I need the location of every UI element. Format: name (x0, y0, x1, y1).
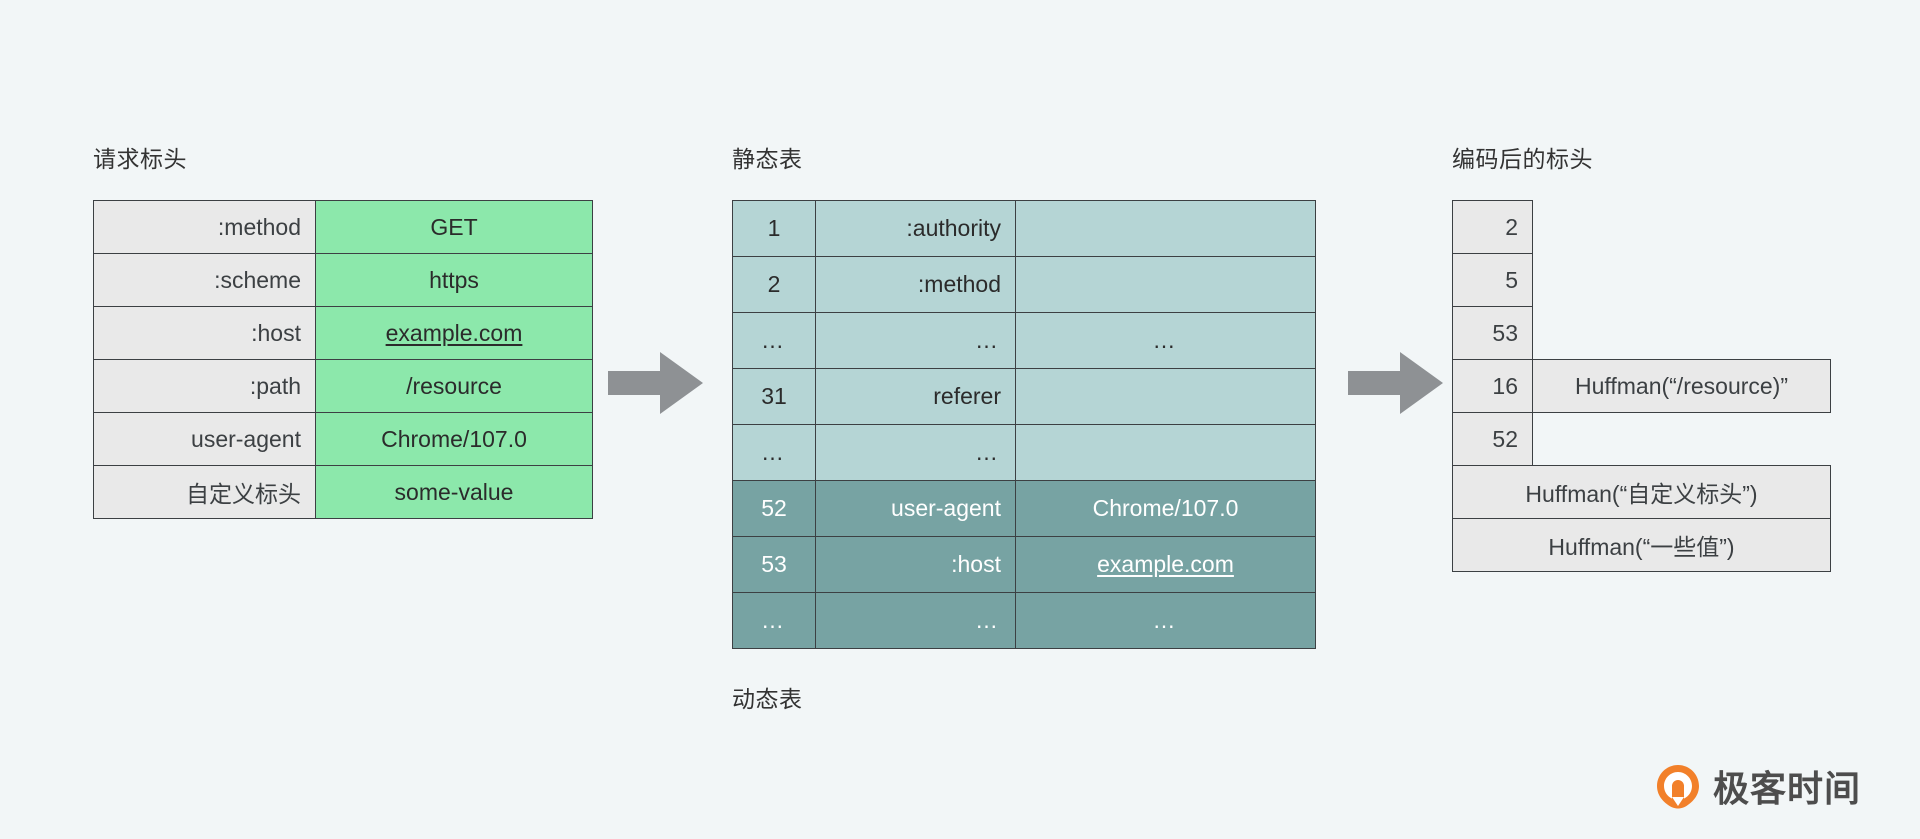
request-header-value: Chrome/107.0 (315, 412, 593, 466)
table-row: :host example.com (93, 306, 593, 360)
geektime-drop-icon (1655, 763, 1701, 809)
request-header-key: :host (93, 306, 316, 360)
encoded-headers-caption: 编码后的标头 (1452, 146, 1593, 172)
table-index: … (732, 424, 816, 481)
table-value: example.com (1015, 536, 1316, 593)
table-name: :method (815, 256, 1016, 313)
table-name: … (815, 592, 1016, 649)
table-row: Huffman(“自定义标头”) (1452, 465, 1831, 519)
table-value (1015, 256, 1316, 313)
table-row: … … … (732, 592, 1316, 649)
encoded-payload: Huffman(“自定义标头”) (1452, 465, 1831, 519)
encoded-index: 53 (1452, 306, 1533, 360)
encoded-payload-empty (1533, 201, 1831, 254)
table-row: 53 :host example.com (732, 536, 1316, 593)
request-headers-table: :method GET :scheme https :host example.… (93, 200, 593, 519)
table-row: 2 :method (732, 256, 1316, 313)
table-row: :method GET (93, 200, 593, 254)
request-header-value: example.com (315, 306, 593, 360)
arrow-static-to-encoded-icon (1348, 352, 1443, 414)
table-row: … … (732, 424, 1316, 481)
table-index: 53 (732, 536, 816, 593)
table-index: 2 (732, 256, 816, 313)
table-row: 52 (1452, 412, 1831, 466)
table-name: :host (815, 536, 1016, 593)
table-row: 53 (1452, 306, 1831, 360)
table-name: user-agent (815, 480, 1016, 537)
encoded-index: 2 (1452, 200, 1533, 254)
encoded-payload-empty (1533, 307, 1831, 360)
table-row: 5 (1452, 253, 1831, 307)
table-name: :authority (815, 200, 1016, 257)
table-row: … … … (732, 312, 1316, 369)
request-header-value: some-value (315, 465, 593, 519)
table-row: 16 Huffman(“/resource)” (1452, 359, 1831, 413)
arrow-headers-to-static-icon (608, 352, 703, 414)
dynamic-table-caption: 动态表 (732, 686, 803, 712)
request-header-value: /resource (315, 359, 593, 413)
geektime-logo-text: 极客时间 (1713, 769, 1862, 810)
table-name: … (815, 424, 1016, 481)
encoded-payload: Huffman(“/resource)” (1532, 359, 1831, 413)
table-row: :path /resource (93, 359, 593, 413)
table-row: 31 referer (732, 368, 1316, 425)
encoded-payload-empty (1533, 254, 1831, 307)
request-header-key: :scheme (93, 253, 316, 307)
table-index: 31 (732, 368, 816, 425)
geektime-logo: 极客时间 (1655, 760, 1861, 812)
encoded-headers-table: 2 5 53 16 Huffman(“/resource)” 52 Huffma… (1452, 200, 1831, 572)
encoded-payload-empty (1533, 413, 1831, 466)
table-value: … (1015, 592, 1316, 649)
table-value: Chrome/107.0 (1015, 480, 1316, 537)
table-row: 2 (1452, 200, 1831, 254)
table-row: 自定义标头 some-value (93, 465, 593, 519)
request-header-value: https (315, 253, 593, 307)
encoded-payload: Huffman(“一些值”) (1452, 518, 1831, 572)
table-value (1015, 368, 1316, 425)
encoded-index: 5 (1452, 253, 1533, 307)
table-value (1015, 424, 1316, 481)
table-value: … (1015, 312, 1316, 369)
table-name: … (815, 312, 1016, 369)
request-header-key: :path (93, 359, 316, 413)
table-index: 52 (732, 480, 816, 537)
request-headers-caption: 请求标头 (93, 146, 187, 172)
table-row: user-agent Chrome/107.0 (93, 412, 593, 466)
table-index: … (732, 592, 816, 649)
table-index: 1 (732, 200, 816, 257)
encoded-index: 16 (1452, 359, 1533, 413)
request-header-value: GET (315, 200, 593, 254)
static-table-caption: 静态表 (732, 146, 803, 172)
request-header-key: 自定义标头 (93, 465, 316, 519)
table-name: referer (815, 368, 1016, 425)
request-header-key: user-agent (93, 412, 316, 466)
encoded-index: 52 (1452, 412, 1533, 466)
table-row: :scheme https (93, 253, 593, 307)
table-row: 1 :authority (732, 200, 1316, 257)
table-index: … (732, 312, 816, 369)
table-value (1015, 200, 1316, 257)
table-row: 52 user-agent Chrome/107.0 (732, 480, 1316, 537)
table-row: Huffman(“一些值”) (1452, 518, 1831, 572)
hpack-static-dynamic-table: 1 :authority 2 :method … … … 31 referer … (732, 200, 1316, 649)
request-header-key: :method (93, 200, 316, 254)
